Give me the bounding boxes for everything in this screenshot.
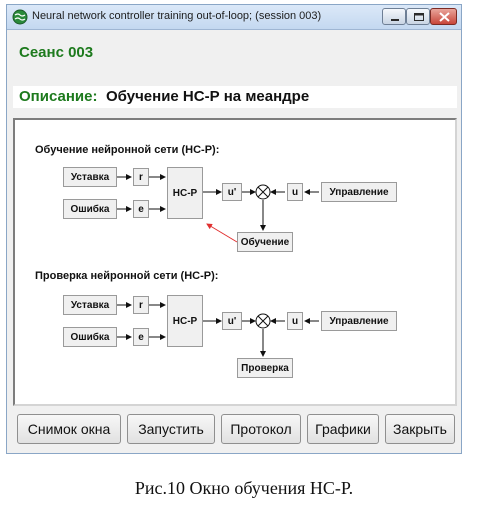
testing-u-block[interactable]: u bbox=[287, 312, 303, 330]
maximize-icon bbox=[414, 13, 424, 21]
training-error-block[interactable]: Ошибка bbox=[63, 199, 117, 219]
session-label: Сеанс 003 bbox=[19, 44, 94, 61]
training-r-block[interactable]: r bbox=[133, 168, 149, 186]
app-globe-icon bbox=[12, 9, 28, 25]
window-title: Neural network controller training out-o… bbox=[32, 10, 322, 22]
training-nsr-block[interactable]: НС-Р bbox=[167, 167, 203, 219]
testing-nsr-block[interactable]: НС-Р bbox=[167, 295, 203, 347]
description-value: Обучение НС-Р на меандре bbox=[106, 88, 310, 105]
training-u-block[interactable]: u bbox=[287, 183, 303, 201]
close-window-button[interactable] bbox=[430, 8, 457, 25]
testing-u-star-block[interactable]: u' bbox=[222, 312, 242, 330]
testing-e-block[interactable]: e bbox=[133, 328, 149, 346]
diagram-connectors bbox=[117, 174, 319, 357]
graphs-button[interactable]: Графики bbox=[307, 414, 379, 444]
maximize-button[interactable] bbox=[406, 8, 430, 25]
description-row: Описание: Обучение НС-Р на меандре bbox=[13, 86, 457, 108]
protocol-button[interactable]: Протокол bbox=[221, 414, 301, 444]
testing-action-block[interactable]: Проверка bbox=[237, 358, 293, 378]
training-action-block[interactable]: Обучение bbox=[237, 232, 293, 252]
training-connectors bbox=[117, 174, 319, 243]
training-u-star-block[interactable]: u' bbox=[222, 183, 242, 201]
close-button[interactable]: Закрыть bbox=[385, 414, 455, 444]
training-setpoint-block[interactable]: Уставка bbox=[63, 167, 117, 187]
description-label: Описание: bbox=[19, 88, 98, 105]
testing-connectors bbox=[117, 302, 319, 357]
snapshot-button[interactable]: Снимок окна bbox=[17, 414, 121, 444]
training-e-block[interactable]: e bbox=[133, 200, 149, 218]
testing-control-block[interactable]: Управление bbox=[321, 311, 397, 331]
training-section-title: Обучение нейронной сети (НС-Р): bbox=[35, 144, 220, 156]
training-control-block[interactable]: Управление bbox=[321, 182, 397, 202]
title-bar[interactable]: Neural network controller training out-o… bbox=[7, 5, 461, 30]
testing-error-block[interactable]: Ошибка bbox=[63, 327, 117, 347]
minimize-button[interactable] bbox=[382, 8, 406, 25]
training-window: Neural network controller training out-o… bbox=[6, 4, 462, 454]
close-icon bbox=[439, 12, 450, 22]
diagram-panel: Обучение нейронной сети (НС-Р): Уставка … bbox=[13, 118, 457, 406]
testing-section-title: Проверка нейронной сети (НС-Р): bbox=[35, 270, 219, 282]
testing-setpoint-block[interactable]: Уставка bbox=[63, 295, 117, 315]
figure-caption: Рис.10 Окно обучения НС-Р. bbox=[134, 478, 354, 498]
testing-r-block[interactable]: r bbox=[133, 296, 149, 314]
minimize-icon bbox=[391, 19, 399, 21]
run-button[interactable]: Запустить bbox=[127, 414, 215, 444]
